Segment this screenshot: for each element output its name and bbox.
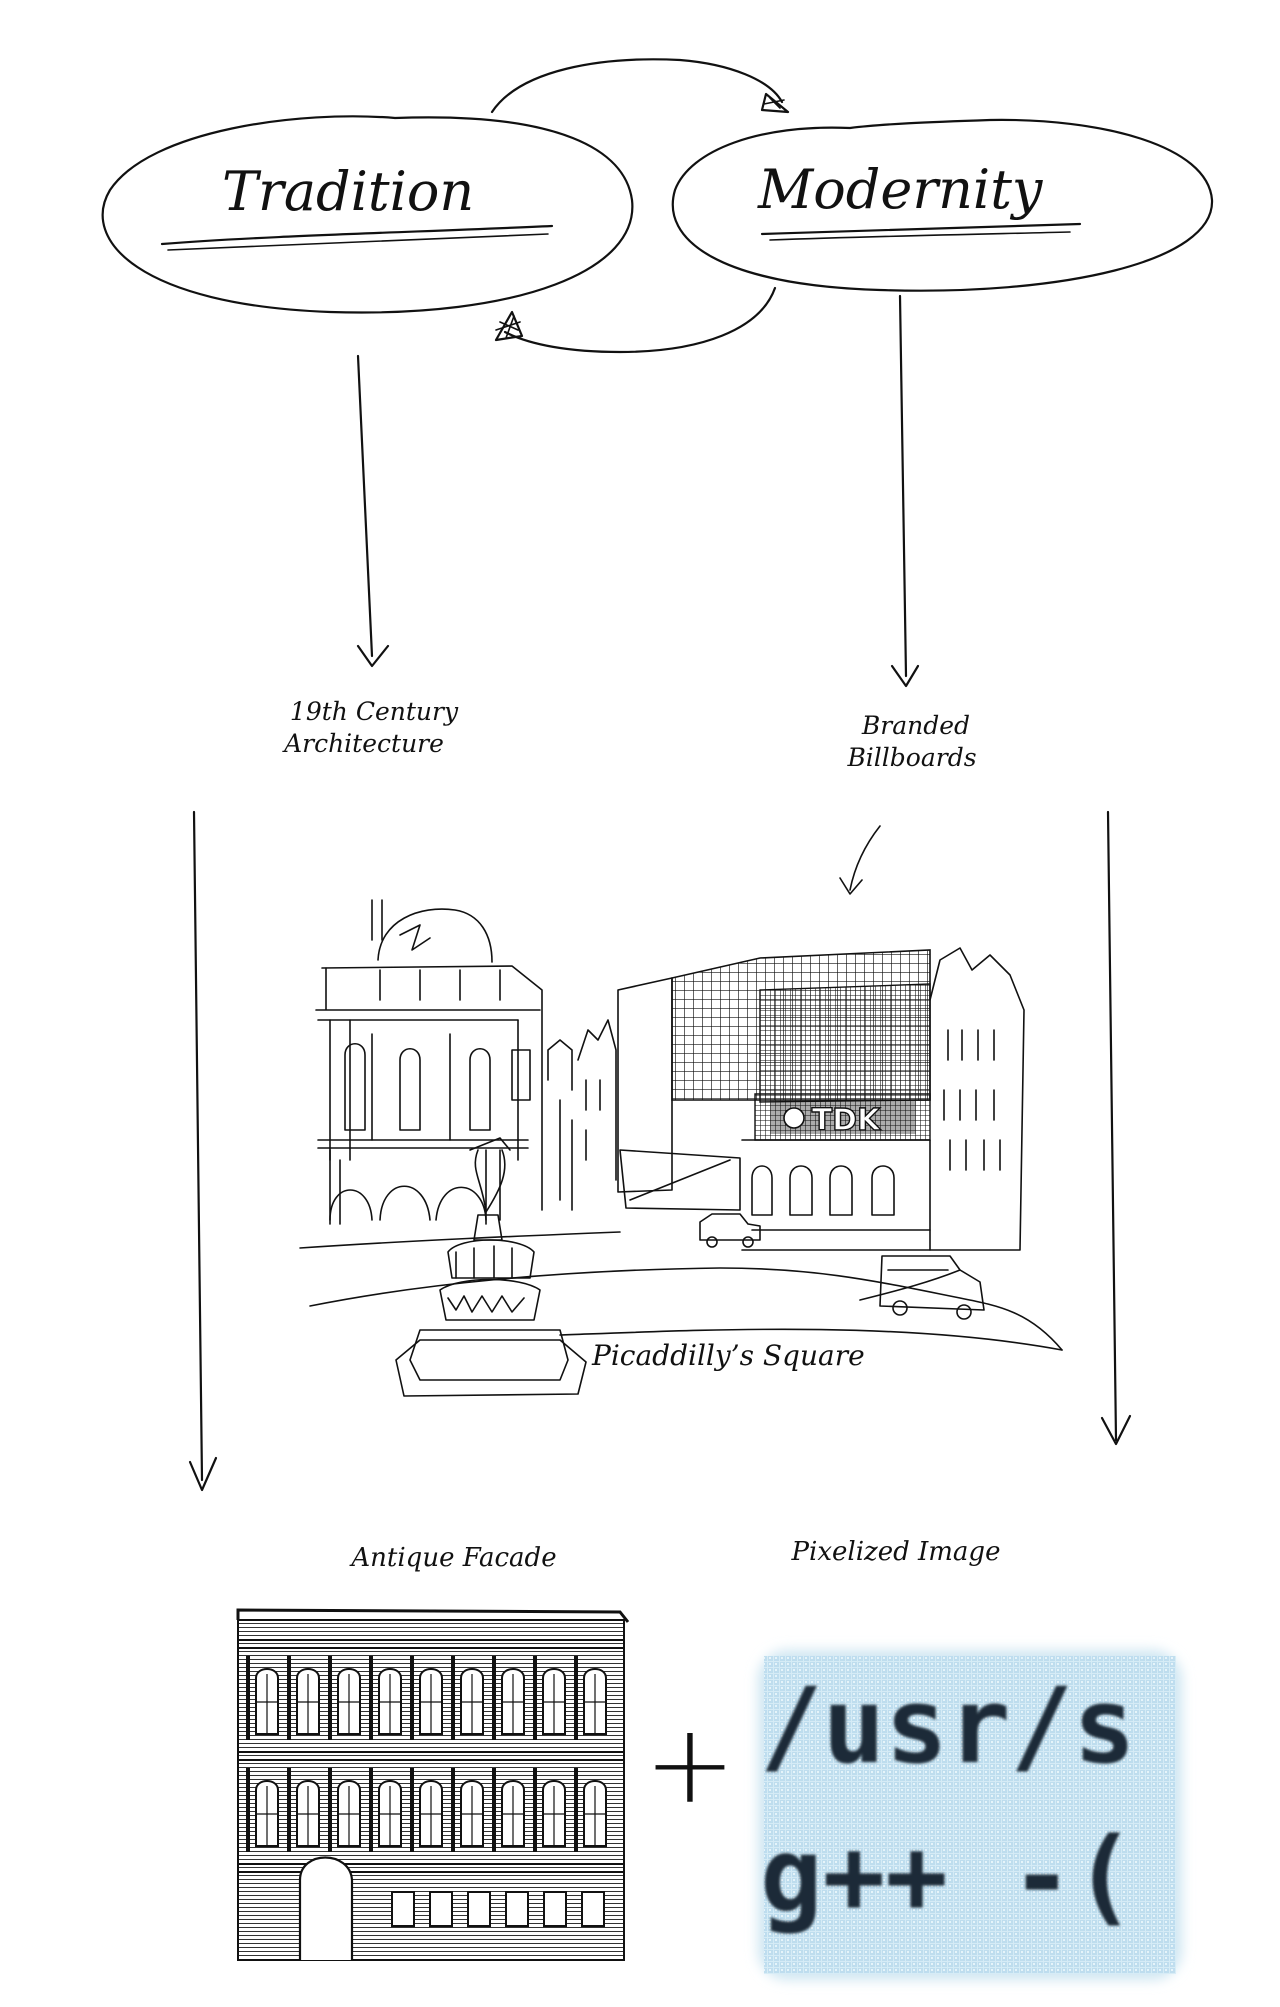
- cycle-arrow-bottom: [494, 286, 777, 354]
- architecture-label: 19th Century Architecture: [282, 697, 459, 758]
- arrow-tradition-down: [356, 354, 390, 668]
- antique-facade-image: [236, 1608, 630, 1961]
- sketch-background-buildings: [547, 1019, 617, 1211]
- pixel-text-line-1: /usr/s: [760, 1665, 1136, 1787]
- svg-text:Branded: Branded: [861, 711, 970, 740]
- arrow-billboards-to-sign: [839, 825, 881, 895]
- tradition-label: Tradition: [222, 160, 474, 223]
- facade-label: Antique Facade: [349, 1543, 556, 1573]
- sketch-classical-building: [315, 899, 543, 1225]
- pixel-label: Pixelized Image: [791, 1537, 1001, 1567]
- svg-text:19th Century: 19th Century: [290, 697, 459, 726]
- sketch-car: [699, 1213, 761, 1248]
- pixelized-image: /usr/s g++ -(: [758, 1650, 1182, 1980]
- modernity-label: Modernity: [757, 158, 1044, 221]
- sketch-fountain: [395, 1137, 587, 1397]
- svg-text:Architecture: Architecture: [282, 729, 444, 758]
- tradition-node: Tradition: [101, 115, 634, 314]
- cycle-arrow-top: [490, 58, 790, 114]
- arrow-right-long: [1100, 810, 1132, 1446]
- sketch-sign-text: TDK: [812, 1103, 882, 1138]
- svg-text:Billboards: Billboards: [846, 743, 976, 772]
- sketch-van: [879, 1255, 985, 1320]
- plus-sign: +: [644, 1700, 736, 1828]
- sketch-billboard-building: TDK: [617, 947, 1025, 1251]
- modernity-node: Modernity: [671, 118, 1214, 292]
- facade-windows: [246, 1656, 607, 1927]
- billboards-label: Branded Billboards: [846, 711, 976, 772]
- arrow-modernity-down: [890, 294, 920, 688]
- pixel-text-line-2: g++ -(: [760, 1815, 1136, 1937]
- piccadilly-sketch: TDK: [299, 899, 1063, 1397]
- square-label: Picaddilly’s Square: [591, 1339, 865, 1372]
- arrow-left-long: [188, 810, 218, 1492]
